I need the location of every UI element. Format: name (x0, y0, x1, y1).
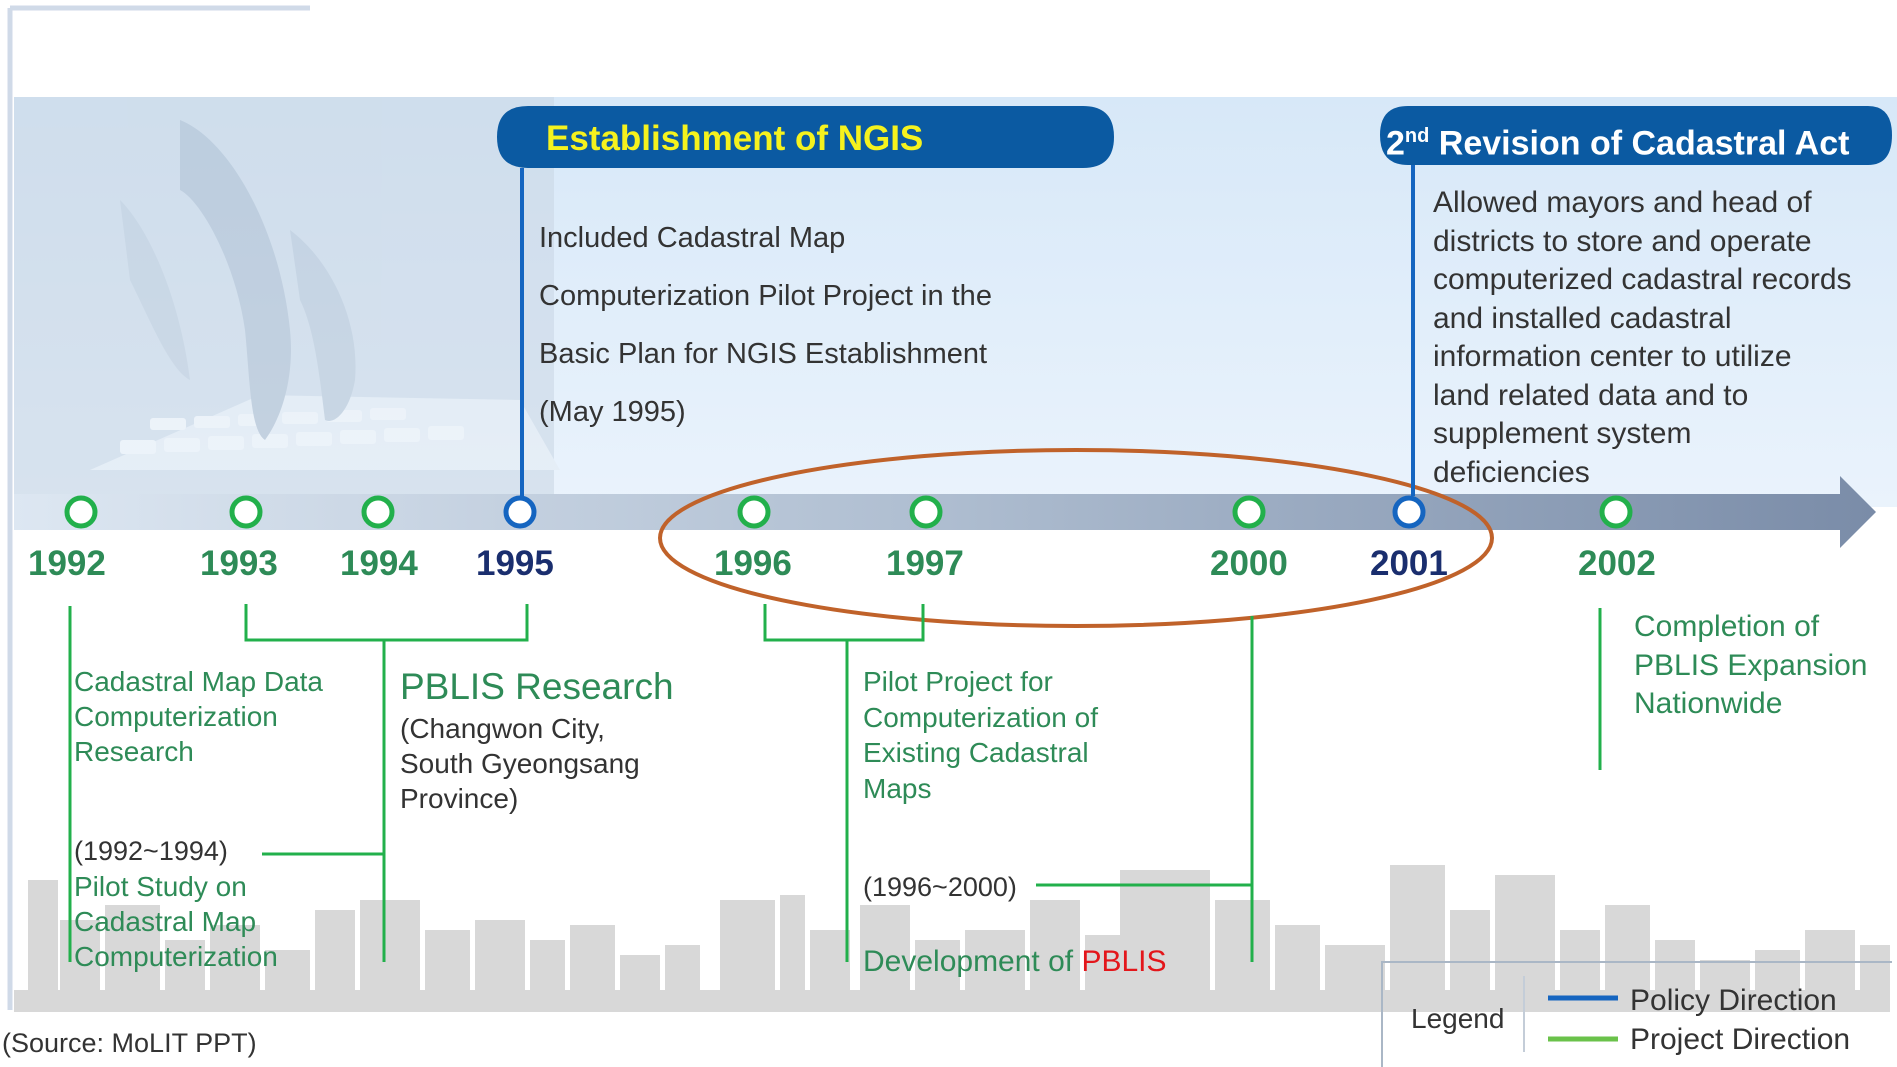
ngis-description: Included Cadastral Map Computerization P… (539, 222, 992, 428)
year-marker-1994 (361, 495, 395, 529)
year-markers (64, 495, 1633, 529)
highlight-ellipse (658, 448, 1494, 628)
dev-prefix: Development of (863, 945, 1082, 978)
year-label-1997: 1997 (886, 544, 964, 583)
legend-project-label: Project Direction (1630, 1023, 1851, 1056)
pblis-research-title: PBLIS Research (400, 666, 674, 707)
year-marker-1992 (64, 495, 98, 529)
year-label-1995: 1995 (476, 544, 554, 583)
revision-title-sup: nd (1404, 125, 1430, 147)
revision-title-rest: Revision of Cadastral Act (1429, 124, 1850, 163)
source-note: (Source: MoLIT PPT) (2, 1028, 257, 1058)
legend-policy-label: Policy Direction (1630, 984, 1837, 1017)
year-marker-2000 (1232, 495, 1266, 529)
revision-description: Allowed mayors and head of districts to … (1433, 186, 1852, 489)
year-marker-1997 (909, 495, 943, 529)
year-label-1994: 1994 (340, 544, 418, 583)
year-marker-2001 (1392, 495, 1426, 529)
ngis-title: Establishment of NGIS (546, 119, 924, 158)
completion-text: Completion of PBLIS Expansion Nationwide (1634, 610, 1868, 720)
year-label-1992: 1992 (28, 544, 106, 583)
revision-title-pill (1380, 106, 1892, 165)
year-label-1996: 1996 (714, 544, 792, 583)
year-marker-1993 (229, 495, 263, 529)
dev-range-text: (1996~2000) (863, 872, 1017, 902)
frame-corner (7, 5, 310, 1010)
year-marker-1996 (737, 495, 771, 529)
ngis-title-pill (497, 106, 1114, 168)
legend-title: Legend (1411, 1003, 1505, 1034)
pilot-project-text: Pilot Project for Computerization of Exi… (863, 666, 1099, 804)
year-label-2000: 2000 (1210, 544, 1288, 583)
pilot-study-text: Pilot Study on Cadastral Map Computeriza… (74, 871, 278, 972)
keyboard-photo (14, 97, 560, 507)
year-label-1993: 1993 (200, 544, 278, 583)
year-label-2001: 2001 (1370, 544, 1448, 583)
pilot-range-text: (1992~1994) (74, 836, 228, 866)
project-connectors (68, 604, 1602, 962)
revision-title-num: 2 (1386, 124, 1405, 163)
year-marker-2002 (1599, 495, 1633, 529)
revision-title: 2nd Revision of Cadastral Act (1386, 116, 1849, 163)
city-skyline (14, 865, 1890, 1012)
year-marker-1995 (503, 495, 537, 529)
dev-pblis-text: Development of PBLIS (863, 905, 1167, 981)
pblis-place-text: (Changwon City, South Gyeongsang Provinc… (400, 713, 640, 814)
year-label-2002: 2002 (1578, 544, 1656, 583)
data-research-text: Cadastral Map Data Computerization Resea… (74, 666, 324, 767)
dev-emphasis: PBLIS (1081, 945, 1167, 978)
legend-box (1381, 961, 1892, 1067)
timeline-arrow (14, 476, 1876, 548)
